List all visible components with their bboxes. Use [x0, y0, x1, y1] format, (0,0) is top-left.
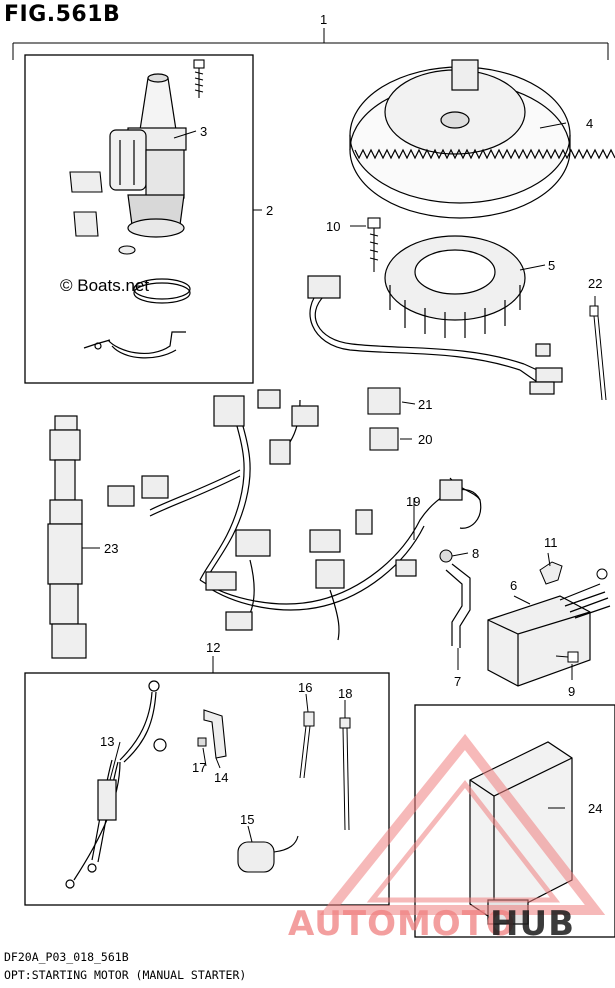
brand-logo-right: HUB	[490, 904, 575, 944]
callout-3: 3	[200, 124, 208, 139]
callout-8: 8	[472, 546, 480, 561]
flywheel	[349, 59, 615, 219]
callout-15: 15	[240, 812, 255, 827]
battery-cable	[65, 680, 167, 889]
rectifier	[487, 583, 611, 687]
callout-5: 5	[548, 258, 556, 273]
cable-tie-18	[339, 717, 351, 831]
box-battery-cable-group	[24, 672, 390, 906]
callout-10: 10	[326, 219, 341, 234]
callout-14: 14	[214, 770, 229, 785]
copyright-watermark: © Boats.net	[60, 276, 150, 295]
clip-16	[299, 711, 315, 779]
callout-24: 24	[588, 801, 603, 816]
bracket-14	[203, 709, 227, 759]
callout-1: 1	[320, 12, 328, 27]
callout-12: 12	[206, 640, 221, 655]
bolt-10	[367, 217, 381, 272]
callout-4: 4	[586, 116, 594, 131]
brand-logo-left: AUTOMOTO	[288, 904, 516, 944]
callout-22: 22	[588, 276, 603, 291]
brand-logo-triangle	[319, 733, 606, 915]
leader-lines	[82, 122, 596, 843]
starter-bolt	[193, 59, 205, 98]
callout-17: 17	[192, 760, 207, 775]
starter-motor	[109, 73, 187, 238]
callout-21: 21	[418, 397, 433, 412]
callout-2: 2	[266, 203, 274, 218]
screw-17	[197, 737, 207, 747]
callout-13: 13	[100, 734, 115, 749]
bolt-9	[555, 651, 579, 663]
callout-6: 6	[510, 578, 518, 593]
callout-19: 19	[406, 494, 421, 509]
stator-wires	[307, 275, 563, 395]
wire-harness	[107, 389, 482, 641]
box-cdi-unit-group	[414, 704, 615, 938]
diagram-caption: OPT:STARTING MOTOR (MANUAL STARTER)	[4, 968, 247, 982]
bolt-8	[439, 549, 453, 563]
callout-23: 23	[104, 541, 119, 556]
camshaft	[47, 415, 87, 659]
clip-11	[539, 561, 608, 585]
callout-7: 7	[454, 674, 462, 689]
relay-21	[367, 387, 401, 415]
callout-16: 16	[298, 680, 313, 695]
bracket-7	[445, 563, 471, 648]
figure-title: FIG.561B	[4, 2, 121, 27]
band-clamp	[83, 278, 191, 359]
stator	[384, 235, 526, 338]
starter-relays	[69, 171, 136, 255]
grommet-15	[237, 835, 299, 873]
box-starter-motor-group	[24, 54, 254, 384]
cable-tie-22	[589, 305, 607, 401]
callout-20: 20	[418, 432, 433, 447]
relay-20	[369, 427, 399, 451]
callout-9: 9	[568, 684, 576, 699]
callout-18: 18	[338, 686, 353, 701]
diagram-code: DF20A_P03_018_561B	[4, 950, 129, 964]
callout-11: 11	[544, 535, 558, 550]
